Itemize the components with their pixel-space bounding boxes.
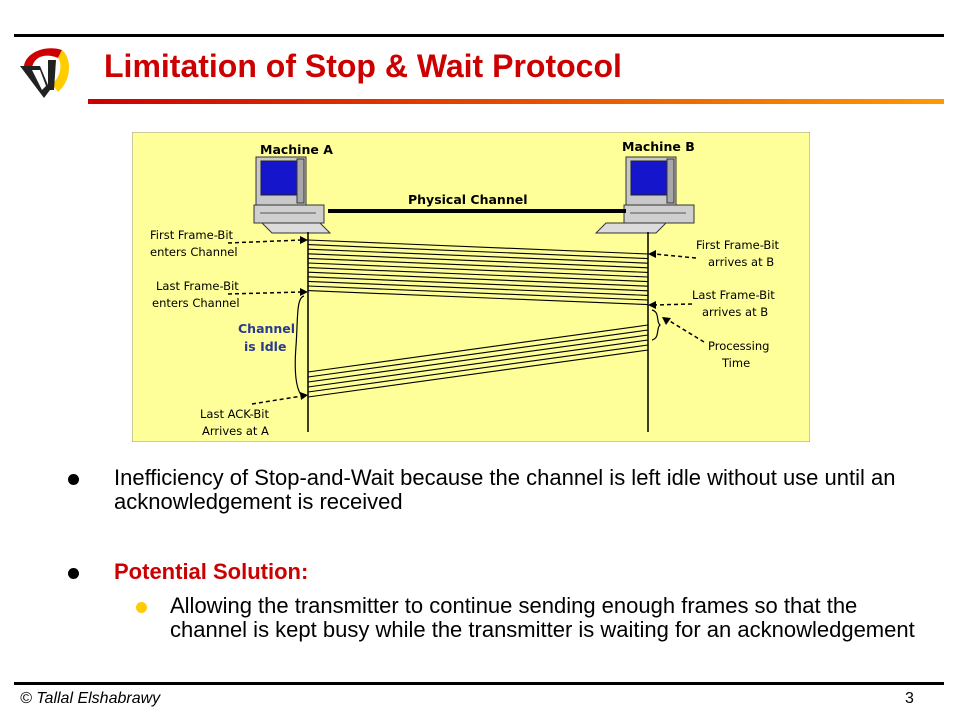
first-enters-label-2: enters Channel bbox=[150, 245, 238, 259]
bottom-rule bbox=[14, 682, 944, 685]
frame-bit-line bbox=[307, 244, 649, 260]
physical-channel-label: Physical Channel bbox=[408, 192, 527, 207]
channel-idle-label-1: Channel bbox=[238, 321, 295, 336]
slide-title: Limitation of Stop & Wait Protocol bbox=[104, 48, 622, 84]
bullet-dot-1 bbox=[68, 474, 79, 485]
machine-b-label: Machine B bbox=[622, 139, 695, 154]
first-enters-label-1: First Frame-Bit bbox=[150, 228, 234, 242]
frame-bit-line bbox=[307, 276, 649, 292]
university-logo bbox=[20, 48, 70, 98]
sub-bullet-dot bbox=[136, 602, 147, 613]
ack-bit-line bbox=[307, 349, 649, 398]
machine-a-label: Machine A bbox=[260, 142, 333, 157]
bullet-item-2-heading: Potential Solution: bbox=[114, 559, 309, 584]
processing-label-1: Processing bbox=[708, 339, 769, 353]
frame-bit-lines bbox=[307, 239, 649, 306]
frame-bit-line bbox=[307, 290, 649, 306]
frame-bit-line bbox=[307, 280, 649, 296]
channel-idle-label-2: is Idle bbox=[244, 339, 286, 354]
ack-bit-line bbox=[307, 339, 649, 388]
footer-author: © Tallal Elshabrawy bbox=[20, 690, 161, 707]
idle-brace bbox=[294, 295, 305, 399]
first-enters-pointer bbox=[227, 239, 303, 244]
ack-bit-line bbox=[307, 329, 649, 378]
frame-bit-line bbox=[307, 257, 649, 273]
bullet-item-1: Inefficiency of Stop-and-Wait because th… bbox=[114, 465, 896, 514]
frame-bit-line bbox=[307, 271, 649, 287]
first-arrives-pointer bbox=[653, 253, 697, 259]
processing-label-2: Time bbox=[721, 356, 750, 370]
last-enters-label-1: Last Frame-Bit bbox=[156, 279, 239, 293]
frame-bit-line bbox=[307, 239, 649, 255]
top-rule bbox=[14, 34, 944, 37]
last-ack-pointer bbox=[251, 395, 303, 405]
bullet-dot-2 bbox=[68, 568, 79, 579]
first-arrives-label-1: First Frame-Bit bbox=[696, 238, 780, 252]
last-arrives-label-1: Last Frame-Bit bbox=[692, 288, 775, 302]
title-underline bbox=[88, 99, 944, 104]
computer-a-icon bbox=[253, 156, 332, 234]
frame-bit-line bbox=[307, 262, 649, 278]
page-number: 3 bbox=[905, 690, 914, 707]
bullet-item-2-sub: Allowing the transmitter to continue sen… bbox=[170, 593, 915, 642]
last-ack-label-1: Last ACK-Bit bbox=[200, 407, 269, 421]
ack-bit-lines bbox=[307, 324, 649, 398]
ack-bit-line bbox=[307, 334, 649, 383]
frame-bit-line bbox=[307, 253, 649, 269]
first-arrives-label-2: arrives at B bbox=[708, 255, 774, 269]
ack-bit-line bbox=[307, 324, 649, 373]
processing-brace bbox=[651, 309, 661, 341]
processing-pointer bbox=[667, 319, 705, 343]
diagram-background bbox=[132, 132, 810, 442]
last-ack-label-2: Arrives at A bbox=[202, 424, 269, 438]
stop-wait-diagram: Machine A Machine B Physical Channel Fir… bbox=[132, 132, 810, 442]
last-enters-pointer bbox=[227, 291, 303, 295]
frame-bit-line bbox=[307, 285, 649, 301]
frame-bit-line bbox=[307, 248, 649, 264]
last-arrives-label-2: arrives at B bbox=[702, 305, 768, 319]
last-arrives-pointer bbox=[653, 303, 693, 306]
computer-b-icon bbox=[594, 156, 695, 234]
frame-bit-line bbox=[307, 267, 649, 283]
last-enters-label-2: enters Channel bbox=[152, 296, 240, 310]
ack-bit-line bbox=[307, 344, 649, 393]
